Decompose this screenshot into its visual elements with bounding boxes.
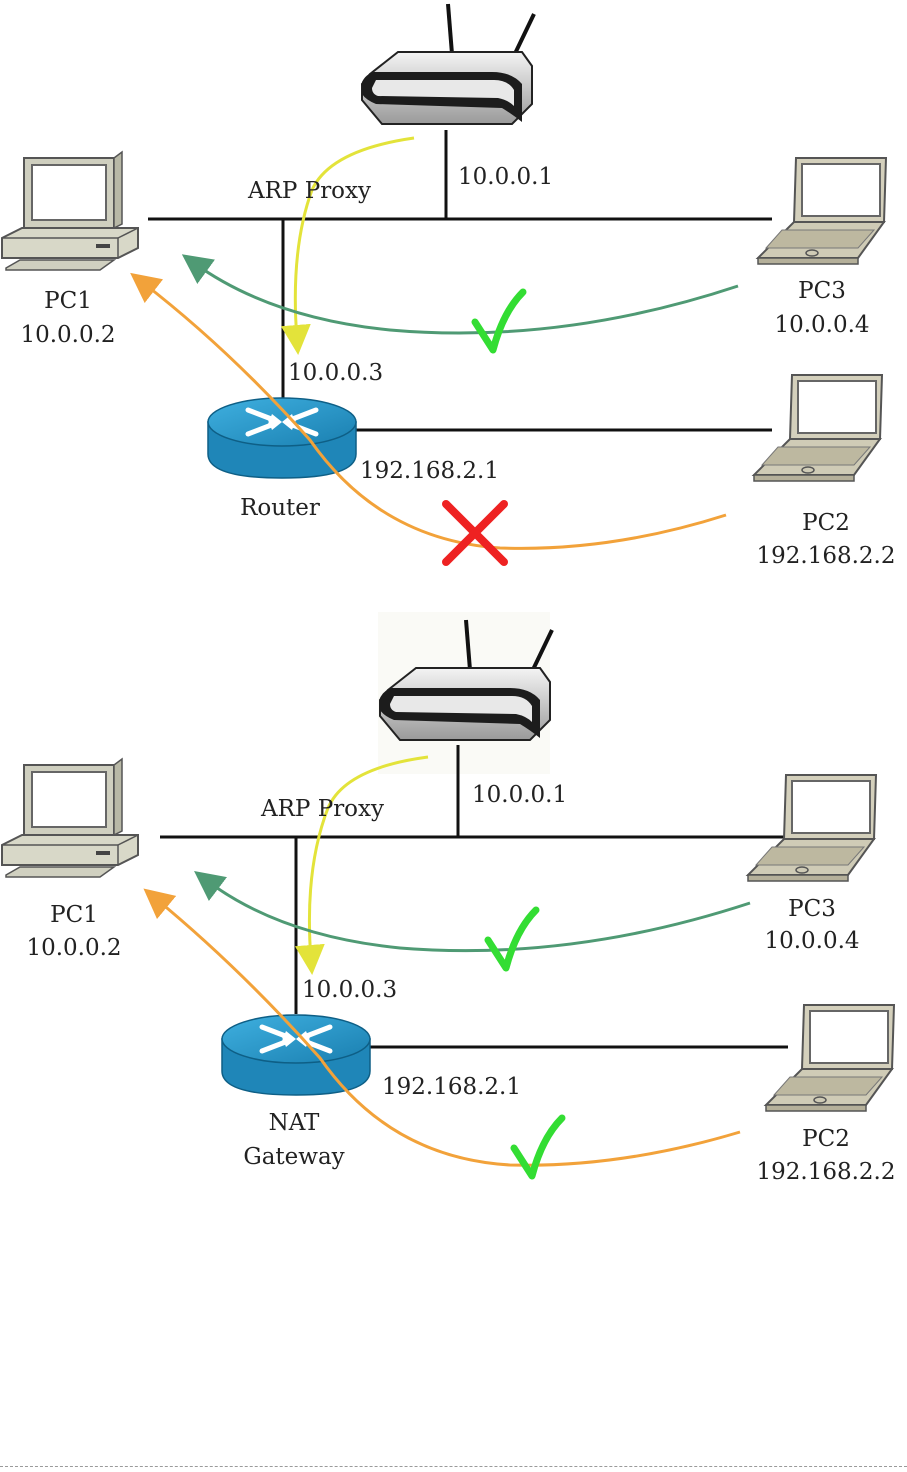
pc3-laptop-icon: [758, 158, 886, 264]
pc2-laptop-icon: [754, 375, 882, 481]
ap-ip-label: 10.0.0.1: [458, 164, 553, 190]
pc3-ip-label: 10.0.0.4: [764, 928, 859, 954]
pc1-ip-label: 10.0.0.2: [20, 322, 115, 348]
diagram-2: ARP Proxy 10.0.0.1 10.0.0.3 192.168.2.1 …: [2, 612, 896, 1185]
page-divider: [0, 1466, 907, 1467]
check-icon: [514, 1118, 562, 1176]
check-icon: [488, 910, 536, 968]
pc1-desktop-icon: [2, 759, 138, 877]
cross-icon: [446, 504, 504, 562]
gateway-name-label-line1: NAT: [269, 1110, 320, 1136]
ap-ip-label: 10.0.0.1: [472, 782, 567, 808]
pc2-name-label: PC2: [802, 1126, 850, 1152]
nat-gateway-icon: [222, 1015, 370, 1095]
pc3-laptop-icon: [748, 775, 876, 881]
pc1-desktop-icon: [2, 152, 138, 270]
pc1-name-label: PC1: [50, 902, 98, 928]
pc3-name-label: PC3: [798, 278, 846, 304]
arp-proxy-label: ARP Proxy: [247, 178, 371, 204]
pc1-ip-label: 10.0.0.2: [26, 935, 121, 961]
pc3-to-pc1-path: [194, 263, 738, 333]
arp-proxy-arrow: [295, 138, 414, 340]
pc1-name-label: PC1: [44, 288, 92, 314]
router-wan-ip-label: 192.168.2.1: [360, 458, 499, 484]
diagram-1: ARP Proxy 10.0.0.1 10.0.0.3 192.168.2.1 …: [2, 4, 896, 569]
gateway-wan-ip-label: 192.168.2.1: [382, 1074, 521, 1100]
wireless-ap-icon: [362, 4, 534, 124]
pc2-laptop-icon: [766, 1005, 894, 1111]
gateway-name-label-line2: Gateway: [243, 1144, 344, 1170]
router-lan-ip-label: 10.0.0.3: [288, 360, 383, 386]
arp-proxy-label: ARP Proxy: [260, 796, 384, 822]
router-name-label: Router: [240, 495, 320, 521]
pc3-name-label: PC3: [788, 896, 836, 922]
check-icon: [475, 292, 523, 350]
arp-proxy-arrow: [309, 757, 428, 960]
pc3-ip-label: 10.0.0.4: [774, 312, 869, 338]
gateway-lan-ip-label: 10.0.0.3: [302, 977, 397, 1003]
pc3-to-pc1-path: [206, 880, 750, 951]
pc2-ip-label: 192.168.2.2: [757, 543, 896, 569]
pc2-ip-label: 192.168.2.2: [757, 1159, 896, 1185]
pc2-name-label: PC2: [802, 510, 850, 536]
